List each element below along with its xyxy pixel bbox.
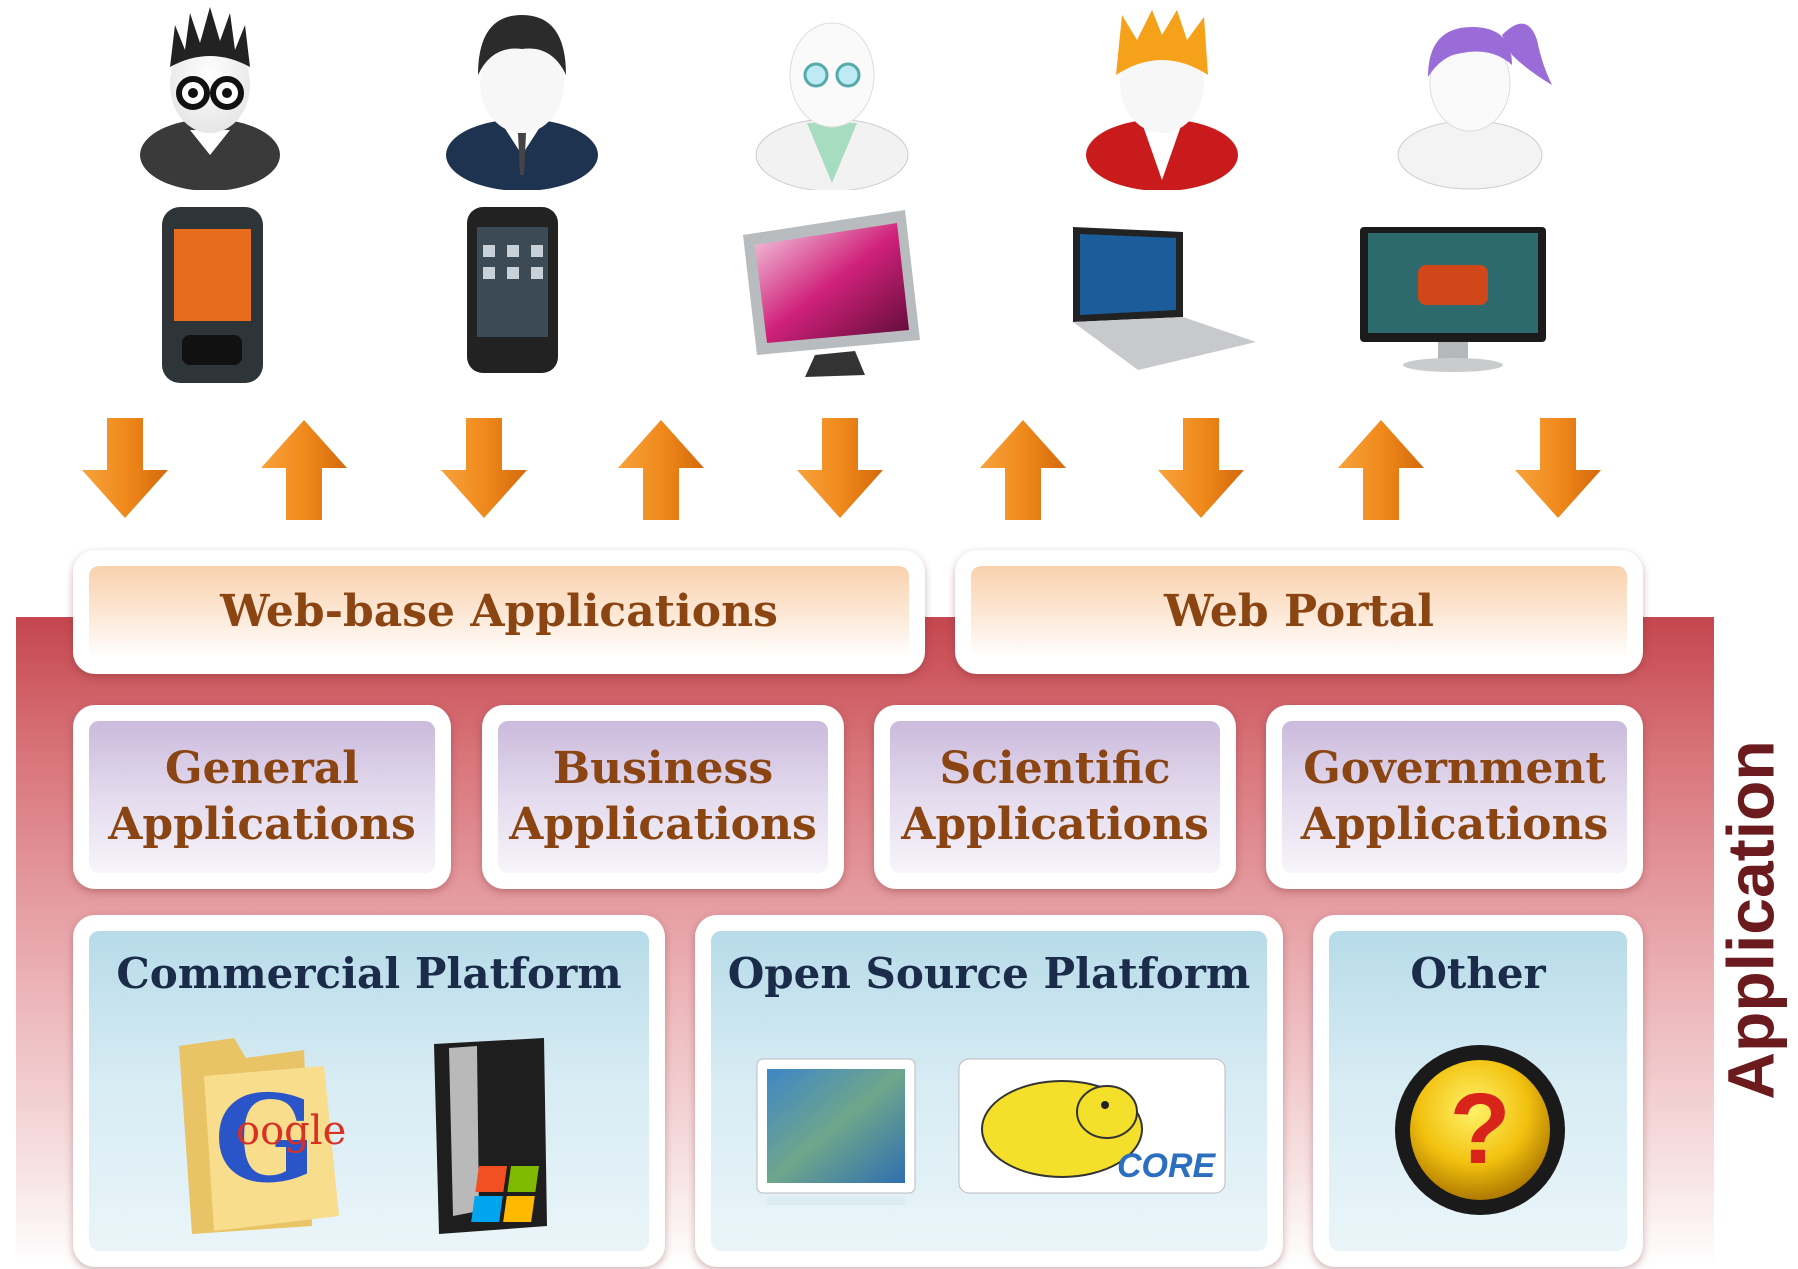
arrow-down-icon [1513,418,1603,520]
web-portal-box[interactable]: Web Portal [955,550,1643,674]
other-platform-box[interactable]: Other ? [1313,915,1643,1267]
desktop-monitor-icon [735,205,930,380]
user-avatar-scientist [752,5,912,192]
arrow-down-icon [80,418,170,520]
arrow-up-icon [1336,418,1426,520]
hadoop-core-text: CORE [1117,1147,1217,1185]
arrow-up-icon [978,418,1068,520]
user-avatar-ponytail-woman [1392,5,1562,190]
google-g-text: G [214,1069,316,1210]
user-avatar-businessman [442,5,602,191]
web-based-applications-label: Web-base Applications [220,586,778,637]
globus-logo-icon [755,1057,917,1207]
hadoop-core-logo-icon: CORE [957,1057,1227,1207]
pda-phone-icon [160,205,265,385]
lcd-monitor-icon [1358,225,1548,375]
arrow-down-icon [439,418,529,520]
user-avatar-spiky-glasses [135,5,285,191]
google-folder-icon: G oogle [174,1036,349,1236]
commercial-platform-label: Commercial Platform [116,949,622,998]
application-layer-label: Application [1713,700,1796,1140]
arrow-down-icon [795,418,885,520]
smartphone-icon [465,205,560,375]
commercial-platform-box[interactable]: Commercial Platform G oogle [73,915,665,1267]
google-text: oogle [236,1108,346,1154]
question-mark-icon: ? [1393,1043,1568,1218]
other-platform-label: Other [1410,949,1546,998]
laptop-icon [1068,222,1258,372]
open-source-platform-box[interactable]: Open Source Platform CORE [695,915,1283,1267]
web-based-applications-box[interactable]: Web-base Applications [73,550,925,674]
windows-folder-icon [429,1036,594,1236]
application-label-text: Application [1716,740,1787,1099]
user-avatar-redhead [1082,5,1242,191]
arrow-down-icon [1156,418,1246,520]
open-source-platform-label: Open Source Platform [727,949,1251,998]
question-mark-text: ? [1449,1073,1510,1185]
arrow-up-icon [259,418,349,520]
web-portal-label: Web Portal [1164,586,1434,637]
arrow-up-icon [616,418,706,520]
